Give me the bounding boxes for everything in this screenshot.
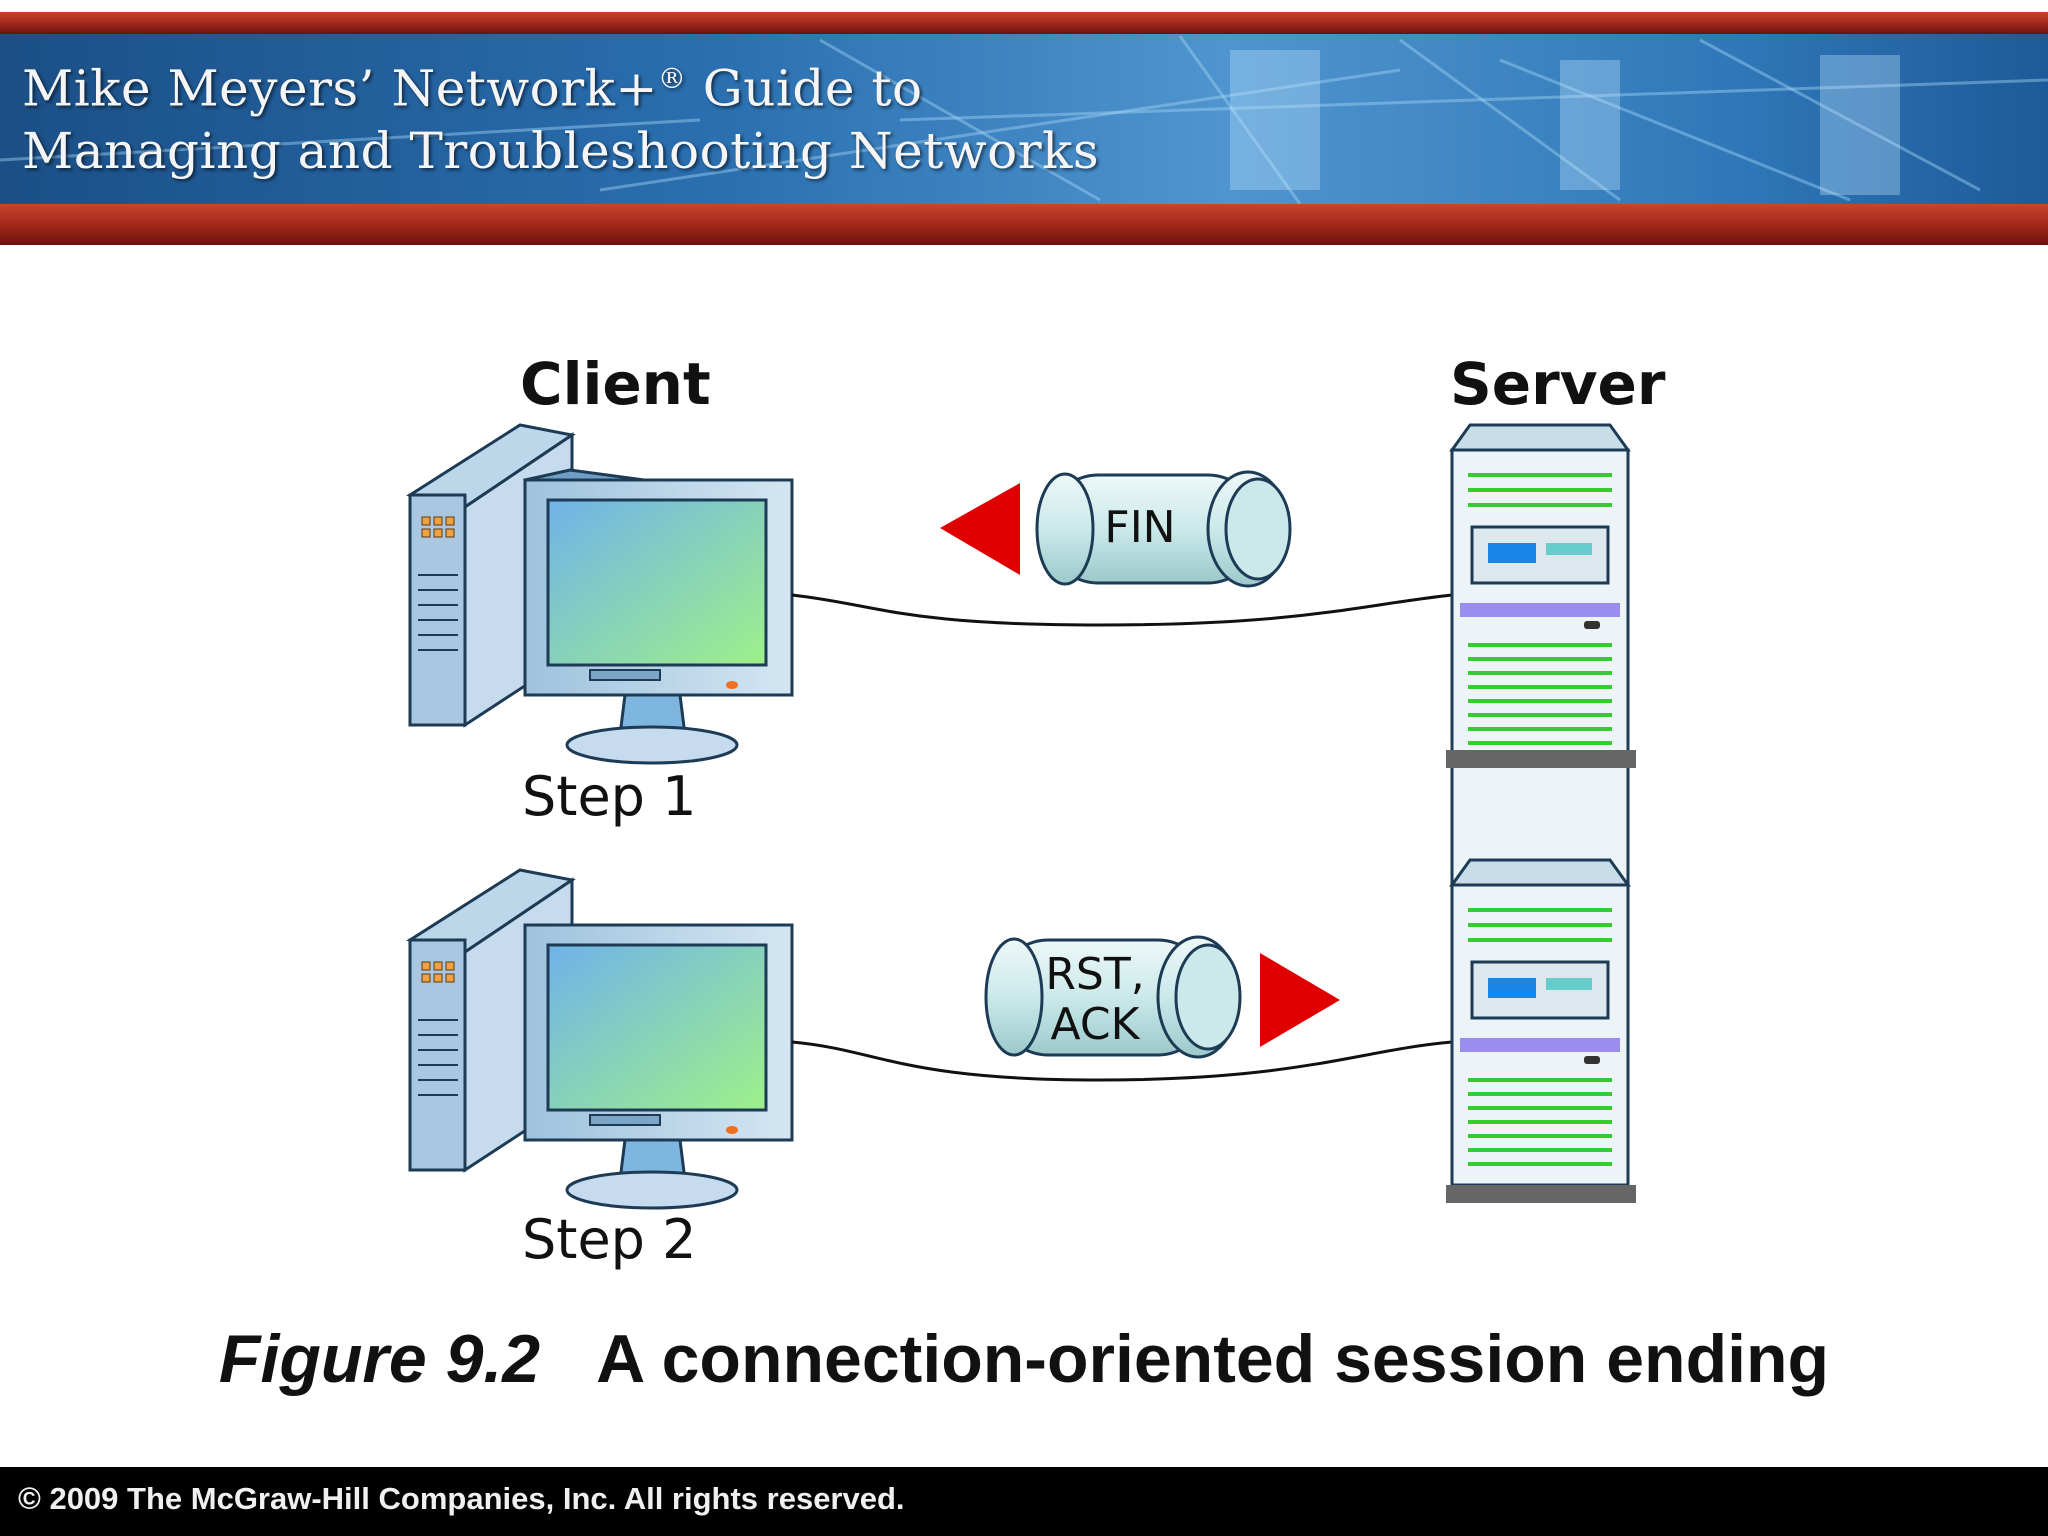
step1-arrow-to-client [940, 483, 1020, 575]
registered-mark: ® [657, 62, 687, 95]
header-background [0, 0, 2048, 245]
footer-bar: © 2009 The McGraw-Hill Companies, Inc. A… [0, 1467, 2048, 1536]
step2-cable [791, 1040, 1453, 1082]
step2-arrow-to-server [1260, 953, 1340, 1047]
step2-packet-label: RST, ACK [1040, 950, 1150, 1050]
step1-cable [791, 593, 1453, 627]
step2-client-computer [406, 868, 794, 1210]
figure-number: Figure 9.2 [218, 1321, 541, 1397]
step1-label: Step 1 [522, 765, 697, 828]
session-diagram: Client Server FIN RST, ACK Step 1 Step 2 [0, 245, 2048, 1285]
client-label: Client [520, 350, 711, 418]
step1-packet-fin [1035, 470, 1292, 588]
step2-label: Step 2 [522, 1208, 697, 1271]
step2-packet-line2: ACK [1050, 999, 1140, 1050]
server-label: Server [1450, 350, 1666, 418]
step1-client-computer [406, 423, 794, 765]
step2-packet-rst-ack [984, 935, 1242, 1059]
figure-title: A connection-oriented session ending [596, 1321, 1830, 1397]
header-title-line2: Managing and Troubleshooting Networks [22, 121, 1100, 180]
step2-server [1446, 858, 1636, 1203]
copyright-notice: © 2009 The McGraw-Hill Companies, Inc. A… [18, 1481, 905, 1516]
header-title-line1: Mike Meyers’ Network+ [22, 59, 658, 118]
figure-caption: Figure 9.2 A connection-oriented session … [0, 1320, 2048, 1398]
step1-packet-label: FIN [1104, 502, 1176, 553]
header-title-line1-suffix: Guide to [686, 59, 923, 118]
diagram-graphics [406, 423, 1636, 1210]
step2-packet-line1: RST, [1045, 949, 1145, 1000]
